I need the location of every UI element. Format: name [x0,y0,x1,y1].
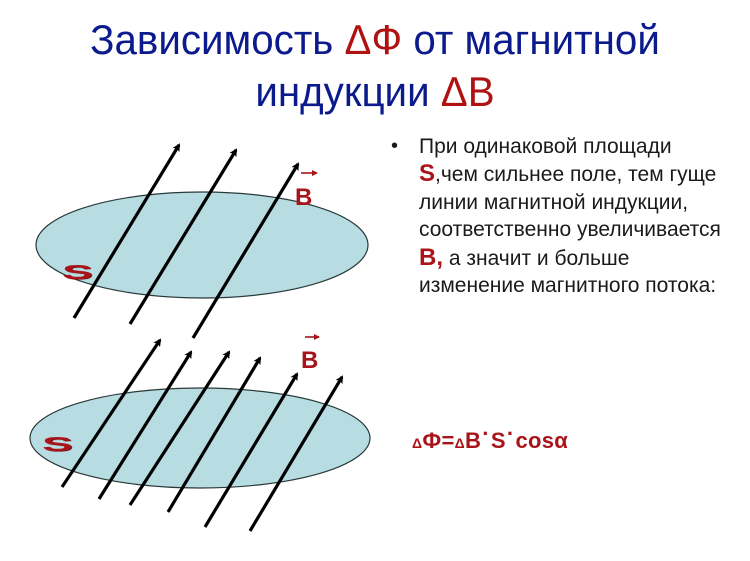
surface-area-ellipse [35,191,369,299]
diagram-strong-field: S B [29,334,371,532]
field-lines [60,338,344,532]
bullet-marker: • [391,135,399,157]
field-vector-b: B [301,334,320,374]
surface-label-s: S [62,261,93,284]
slide-title: Зависимость ΔФ от магнитной индукции ΔB [15,14,735,118]
induction-symbol-b: B, [419,243,443,271]
title-line-1: Зависимость ΔФ от магнитной [90,16,660,63]
field-label-b: B [295,184,312,211]
surface-area-ellipse [29,387,371,489]
title-line-2: индукции ΔB [255,68,495,115]
field-line [128,148,238,325]
area-symbol-s: S [419,160,436,188]
field-line [203,372,299,528]
field-lines [72,143,300,339]
field-line [248,375,344,532]
diagram-weak-field: S B [35,143,369,339]
field-line [60,338,162,488]
delta-b-symbol: ΔB [440,68,495,115]
field-label-b: B [301,347,318,374]
field-vector-b: B [295,170,318,211]
delta-phi-symbol: ΔФ [344,16,403,63]
explanation-bullet: • При одинаковой площади S,чем сильнее п… [391,133,721,299]
field-line [128,350,231,506]
field-line [166,356,262,513]
field-line [191,162,300,339]
field-line [72,143,181,319]
flux-formula: ΔФ=ΔB·S·cosα [412,421,569,453]
surface-label-s: S [42,433,73,456]
bullet-text: При одинаковой площади S,чем сильнее пол… [419,135,721,298]
field-line [97,350,193,500]
